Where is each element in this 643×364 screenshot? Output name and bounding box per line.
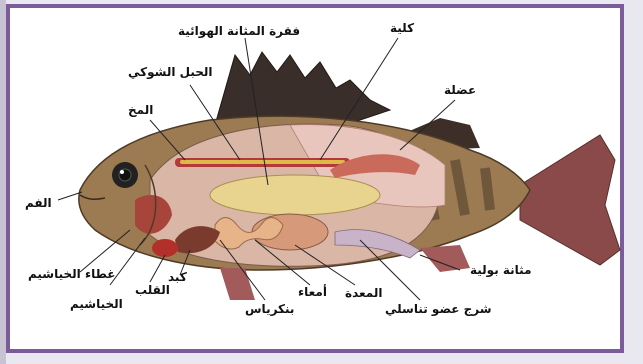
label-gill-cover: غطاء الخياشيم (28, 268, 116, 280)
label-spinal-cord: الحبل الشوكي (128, 66, 213, 78)
label-mouth: الفم (25, 197, 52, 209)
heart-organ (152, 239, 178, 257)
label-pancreas: بنكرياس (245, 303, 294, 315)
label-kidney: كلية (390, 22, 414, 34)
label-anus-genital: شرج عضو تناسلي (385, 303, 492, 315)
label-muscle: عضلة (444, 84, 476, 96)
pelvic-fin (220, 268, 255, 300)
swim-bladder (210, 175, 380, 215)
label-intestines: أمعاء (298, 286, 327, 298)
label-gills: الخياشيم (70, 298, 123, 310)
label-liver: كبد (168, 271, 187, 283)
label-stomach: المعدة (345, 287, 382, 299)
label-brain: المخ (128, 104, 153, 116)
spine-yellow (180, 160, 345, 164)
anal-fin (420, 245, 470, 272)
label-urinary-bladder: مثانة بولية (470, 264, 532, 276)
label-swim-bladder-vertebra: فقرة المثانة الهوائية (178, 25, 300, 37)
label-heart: القلب (135, 284, 170, 296)
tail-fin (520, 135, 620, 265)
